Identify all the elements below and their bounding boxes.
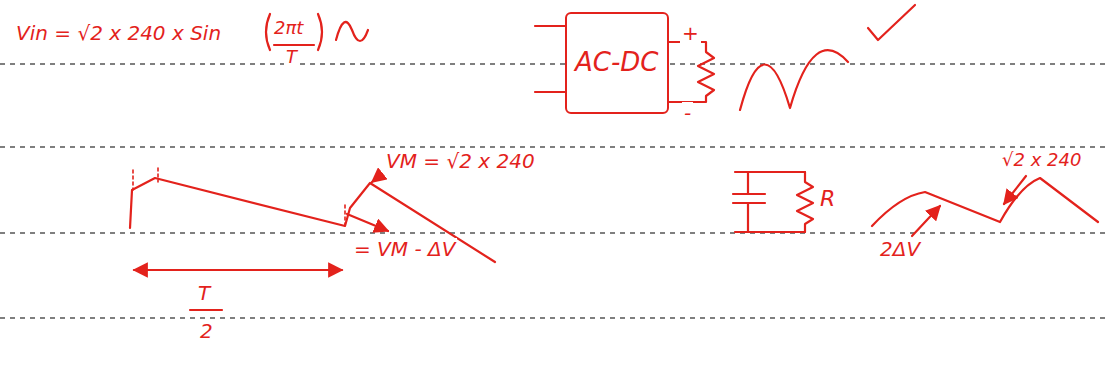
peak-marker [133, 168, 345, 226]
peak-voltage: VM = √2 x 240 [384, 150, 537, 173]
capacitor-symbol [733, 172, 805, 232]
min-voltage: = VM - ΔV [352, 238, 457, 261]
ruled-line [0, 64, 1106, 318]
resistor-symbol [665, 42, 714, 102]
ripple-wave [130, 178, 495, 262]
box-label: AC-DC [575, 48, 659, 78]
leader-arrow [372, 174, 382, 182]
leader-arrow [912, 206, 940, 236]
input-wire [535, 26, 565, 92]
polarity-mark: - [682, 102, 693, 125]
period-label: T [196, 282, 212, 305]
leader-arrow [347, 214, 388, 231]
fraction-numerator: 2πt [272, 18, 305, 39]
period-label: 2 [198, 320, 215, 343]
fraction-bar [190, 309, 222, 311]
sine-sketch [336, 22, 368, 41]
check-mark [868, 5, 915, 40]
fraction-denominator: T [284, 47, 299, 68]
polarity-mark: + [680, 22, 701, 45]
resistor-symbol [797, 172, 813, 232]
resistor-label: R [818, 186, 837, 211]
converter-box: AC-DC [565, 12, 669, 114]
leader-arrow [1004, 176, 1026, 204]
ripple-label: 2ΔV [878, 238, 922, 261]
fraction-marks [266, 14, 368, 50]
ripple-wave [872, 178, 1098, 226]
formula: Vin = √2 x 240 x Sin [14, 22, 223, 45]
period-arrow [134, 269, 342, 271]
peak-voltage: √2 x 240 [1000, 150, 1083, 171]
rectified-wave [740, 50, 848, 110]
